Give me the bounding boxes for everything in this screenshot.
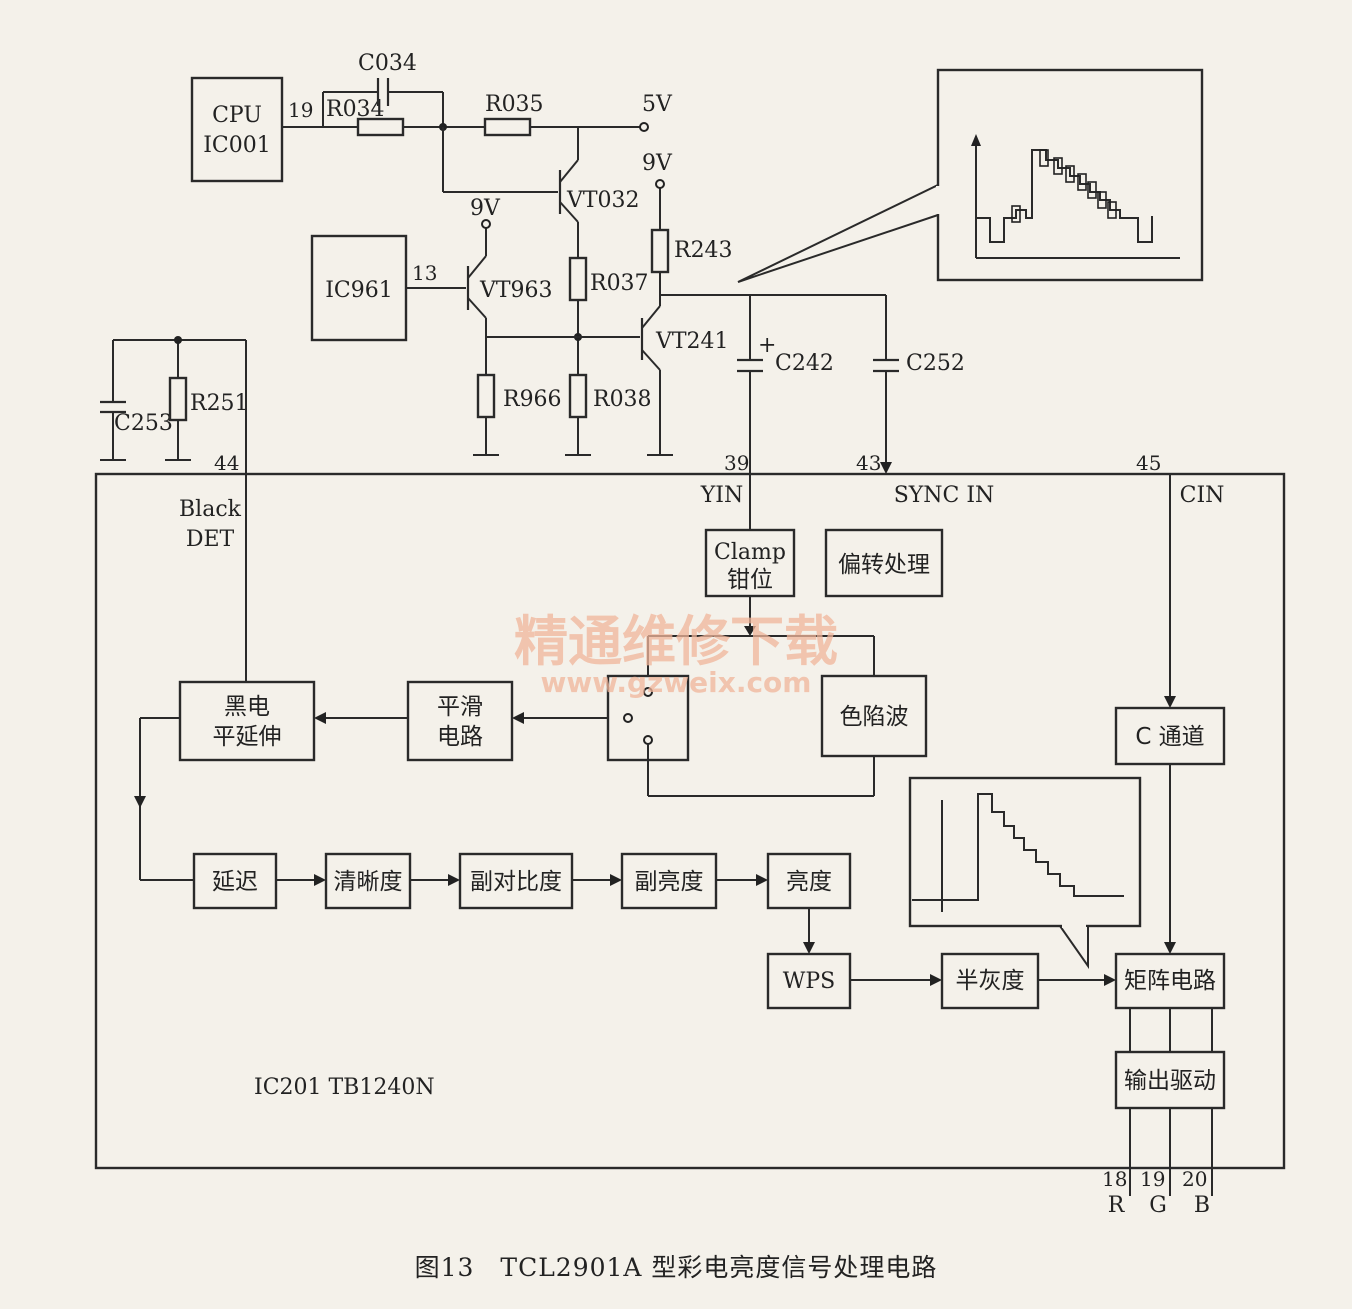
ic961-pin: 13 <box>412 261 437 285</box>
wps-label: WPS <box>783 969 836 994</box>
watermark-url: www.gzweix.com <box>541 666 812 699</box>
pin-43: 43 <box>856 451 881 475</box>
out-b: B <box>1194 1193 1210 1218</box>
black-line2: 平延伸 <box>213 724 282 750</box>
halfgray-label: 半灰度 <box>956 968 1025 994</box>
waveform-top-line <box>976 149 1153 243</box>
r966-resistor <box>476 373 496 419</box>
ic201-frame <box>94 472 1286 1170</box>
pin-39: 39 <box>724 451 749 475</box>
watermark-title: 精通维修下载 <box>514 610 838 673</box>
r251-label: R251 <box>190 391 249 416</box>
c252-label: C252 <box>906 351 965 376</box>
clamp-cn: 钳位 <box>727 567 773 593</box>
deflect-block <box>824 528 944 598</box>
pin-cin: CIN <box>1180 483 1225 508</box>
smooth-line2: 电路 <box>437 724 483 750</box>
black-stretch-block <box>178 680 316 762</box>
cpu-label: CPU <box>212 103 262 128</box>
smooth-block <box>406 680 514 762</box>
vt032-label: VT032 <box>566 188 640 213</box>
r037-label: R037 <box>590 271 649 296</box>
waveform-bottom-line <box>912 793 1124 901</box>
cpu-pin: 19 <box>288 98 313 122</box>
brightness-label: 亮度 <box>786 869 832 895</box>
out-g: G <box>1149 1193 1167 1218</box>
pin-20: 20 <box>1182 1167 1207 1191</box>
black-line1: 黑电 <box>224 694 270 720</box>
r966-label: R966 <box>503 387 562 412</box>
pin-sync: SYNC IN <box>894 483 995 508</box>
c253-label: C253 <box>114 411 173 436</box>
c034-label: C034 <box>358 51 417 76</box>
vt241-label: VT241 <box>655 329 729 354</box>
subcontrast-label: 副对比度 <box>470 869 562 895</box>
pin-44: 44 <box>214 451 239 475</box>
r038-label: R038 <box>593 387 652 412</box>
pin-yin: YIN <box>700 483 743 508</box>
c242-label: C242 <box>775 351 834 376</box>
clamp-en: Clamp <box>714 540 786 565</box>
ic201-label: IC201 TB1240N <box>254 1075 435 1100</box>
ic961-label: IC961 <box>325 278 393 303</box>
vt963-label: VT963 <box>479 278 553 303</box>
cpu-ic-label: IC001 <box>203 133 271 158</box>
r034-label: R034 <box>326 97 385 122</box>
out-r: R <box>1108 1193 1126 1218</box>
v5-label: 5V <box>642 92 673 117</box>
sharpness-label: 清晰度 <box>334 869 403 895</box>
r035-label: R035 <box>485 92 544 117</box>
subbright-label: 副亮度 <box>635 869 704 895</box>
r038-resistor <box>568 373 588 419</box>
waveform-callout-top <box>936 68 1204 282</box>
pin-det: DET <box>186 527 235 552</box>
trap-label: 色陷波 <box>840 704 909 730</box>
c242-plus: + <box>758 333 776 358</box>
driver-label: 输出驱动 <box>1124 1068 1216 1094</box>
smooth-line1: 平滑 <box>437 694 483 720</box>
figure-caption: 图13 TCL2901A 型彩电亮度信号处理电路 <box>415 1253 938 1282</box>
v9a-label: 9V <box>470 196 501 221</box>
r035-resistor <box>483 117 532 137</box>
v9b-label: 9V <box>642 151 673 176</box>
r243-label: R243 <box>674 238 733 263</box>
pin-black: Black <box>179 497 242 522</box>
pin-45: 45 <box>1136 451 1161 475</box>
pin-18: 18 <box>1102 1167 1127 1191</box>
cpu-block <box>190 76 284 183</box>
r243-resistor <box>650 228 670 274</box>
delay-label: 延迟 <box>212 869 258 895</box>
r037-resistor <box>568 256 588 302</box>
callout-pointer <box>737 183 939 283</box>
pin-19: 19 <box>1140 1167 1165 1191</box>
deflect-label: 偏转处理 <box>838 552 930 578</box>
waveform-callout-bottom <box>908 776 1142 928</box>
matrix-label: 矩阵电路 <box>1124 968 1216 994</box>
c-channel-label: C 通道 <box>1135 724 1204 750</box>
